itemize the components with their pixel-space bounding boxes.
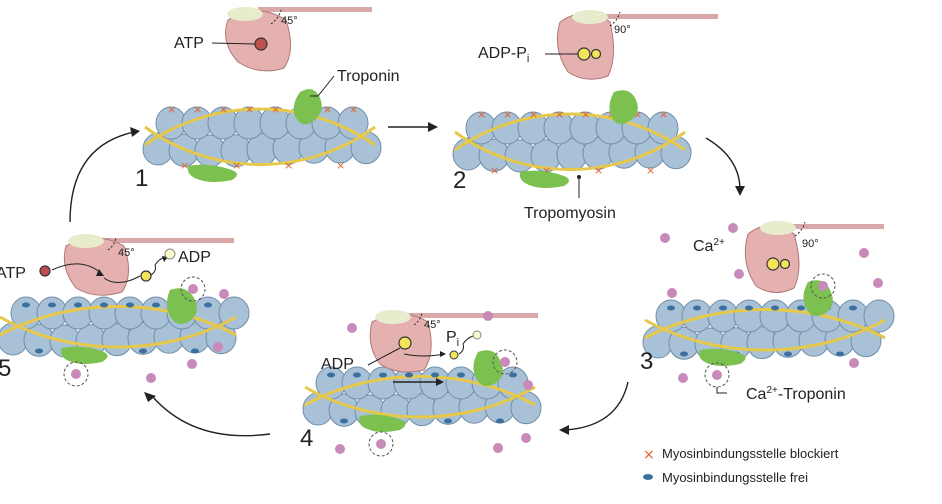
panel-1-myosin-head	[225, 7, 372, 72]
svg-text:×: ×	[659, 108, 668, 121]
panel-5-atp-label: ATP	[0, 265, 26, 282]
panel-1-atp-molecule	[254, 37, 268, 51]
legend-blocked-marker: ×	[643, 447, 655, 463]
svg-text:×: ×	[167, 103, 176, 116]
panel-5-actin-filament	[0, 296, 250, 358]
panel-2-troponin-bottom	[519, 170, 569, 188]
panel-5-angle: 45°	[118, 247, 135, 259]
panel-2-myosin-head	[556, 10, 718, 80]
panel-1-atp-label: ATP	[174, 35, 204, 52]
svg-text:×: ×	[542, 164, 551, 177]
panel-4: 45° ADP Pi 4	[300, 310, 542, 457]
panel-5-number: 5	[0, 355, 11, 382]
panel-3-ca-troponin-label: Ca2+-Troponin	[746, 385, 846, 403]
panel-4-pi-label: Pi	[446, 329, 459, 349]
panel-4-adp-label: ADP	[321, 356, 354, 373]
panel-1-troponin-top	[293, 89, 322, 125]
svg-text:×: ×	[633, 108, 642, 121]
panel-2-adp-molecule	[577, 47, 591, 61]
legend-blocked-label: Myosinbindungsstelle blockiert	[662, 446, 839, 461]
svg-text:×: ×	[594, 164, 603, 177]
panel-3-number: 3	[640, 348, 653, 375]
panel-3-actin-filament	[642, 299, 895, 361]
panel-1: ×××××××××××× ATP Troponin 45° 1	[135, 7, 400, 192]
panel-2-actin-filament: ××××××××××××	[452, 108, 692, 177]
svg-text:×: ×	[193, 103, 202, 116]
svg-text:×: ×	[180, 159, 189, 172]
panel-3-ca-label: Ca2+	[693, 237, 725, 255]
panel-2-tropomyosin-label: Tropomyosin	[524, 205, 616, 222]
arrow-1-to-2	[388, 122, 438, 132]
svg-text:×: ×	[490, 164, 499, 177]
svg-text:×: ×	[477, 108, 486, 121]
panel-2-troponin-top	[609, 90, 638, 125]
svg-text:×: ×	[555, 108, 564, 121]
arrow-5-to-1	[69, 127, 140, 223]
panel-4-actin-filament	[302, 366, 542, 428]
panel-5: 45° ATP ADP 5	[0, 234, 250, 387]
panel-1-actin-filament: ××××××××××××	[142, 103, 382, 172]
panel-4-troponin-top	[473, 350, 503, 386]
panel-3-calcium-ions	[660, 223, 883, 383]
svg-text:×: ×	[336, 159, 345, 172]
legend-item-blocked: × Myosinbindungsstelle blockiert	[643, 446, 839, 463]
panel-5-calcium-ions	[146, 289, 229, 383]
panel-5-troponin-bottom	[61, 346, 108, 364]
panel-5-myosin-head	[63, 234, 234, 296]
svg-text:×: ×	[323, 103, 332, 116]
svg-text:×: ×	[271, 103, 280, 116]
panel-5-adp-label: ADP	[178, 249, 211, 266]
legend-free-marker	[643, 474, 653, 480]
svg-text:×: ×	[232, 159, 241, 172]
panel-2-angle: 90°	[614, 24, 631, 36]
svg-text:×: ×	[219, 103, 228, 116]
svg-text:×: ×	[284, 159, 293, 172]
svg-text:×: ×	[245, 103, 254, 116]
panel-3: 90° Ca2+ Ca2+-Troponin 3	[640, 221, 895, 403]
panel-1-troponin-bottom	[187, 164, 237, 182]
panel-4-troponin-bottom	[359, 414, 406, 432]
svg-text:×: ×	[529, 108, 538, 121]
panel-4-number: 4	[300, 425, 313, 452]
panel-1-number: 1	[135, 165, 148, 192]
panel-5-troponin-top	[167, 288, 197, 324]
arrow-2-to-3	[705, 137, 745, 196]
panel-3-angle: 90°	[802, 238, 819, 250]
panel-4-angle: 45°	[424, 319, 441, 331]
panel-2: ×××××××××××× ADP-Pi 90° Tropomyosin 2	[452, 10, 718, 222]
svg-text:×: ×	[503, 108, 512, 121]
svg-text:×: ×	[581, 108, 590, 121]
panel-2-phosphate	[590, 48, 602, 60]
panel-4-calcium-ions	[335, 311, 533, 454]
panel-1-angle: 45°	[281, 15, 298, 27]
svg-text:×: ×	[646, 164, 655, 177]
arrow-4-to-5	[144, 392, 271, 437]
arrow-3-to-4	[559, 381, 629, 435]
svg-text:×: ×	[349, 103, 358, 116]
panel-2-number: 2	[453, 167, 466, 194]
legend: × Myosinbindungsstelle blockiert Myosinb…	[643, 446, 839, 485]
legend-free-label: Myosinbindungsstelle frei	[662, 470, 808, 485]
panel-2-adp-pi-label: ADP-Pi	[478, 45, 529, 65]
panel-3-troponin-bottom	[699, 348, 746, 366]
legend-item-free: Myosinbindungsstelle frei	[643, 470, 808, 485]
panel-1-troponin-label: Troponin	[337, 68, 400, 85]
